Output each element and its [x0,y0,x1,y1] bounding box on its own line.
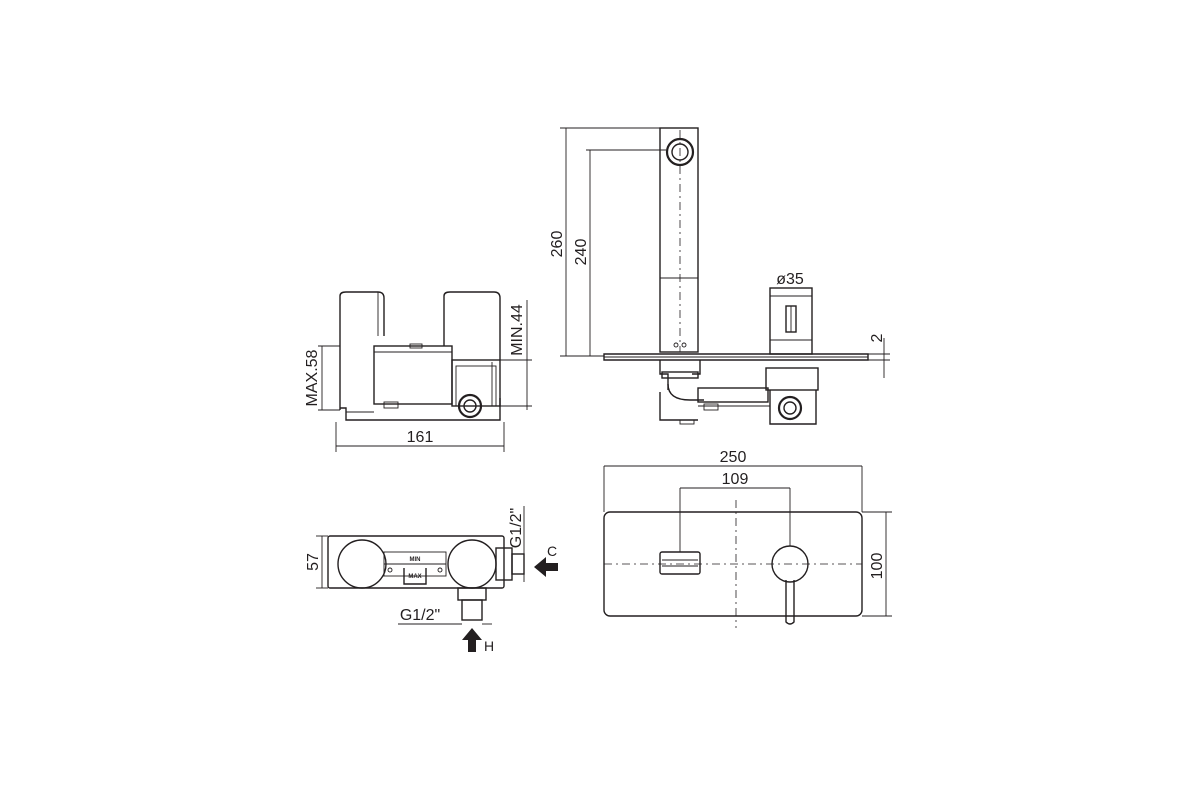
front-elevation: 260 240 ø35 2 [549,127,890,425]
plate-view: 250 109 100 [603,449,892,628]
dim-plate-height: 100 [869,553,886,580]
dim-cold-thread: G1/2" [508,508,525,548]
max-mark-label: MAX [408,574,421,580]
dim-min-44: MIN.44 [509,304,526,356]
dim-plate-width: 250 [720,449,747,466]
dim-height-260: 260 [549,231,566,258]
dim-center-distance: 109 [722,471,749,488]
side-view: 161 MAX.58 MIN.44 [304,291,532,452]
dim-width-161: 161 [407,429,434,446]
top-view: MIN MAX 57 G1/2" G1/2" C H [305,506,558,654]
hot-label: H [484,638,494,654]
hot-inlet-arrow-icon [462,628,482,652]
dim-hot-thread: G1/2" [400,607,440,624]
cold-label: C [547,543,557,559]
min-mark-label: MIN [410,557,421,563]
dim-handle-diameter: ø35 [776,271,804,288]
cold-inlet-arrow-icon [534,557,558,577]
dim-height-240: 240 [573,239,590,266]
dim-plate-thickness: 2 [869,333,886,342]
dim-body-57: 57 [305,553,322,571]
dim-max-58: MAX.58 [304,349,321,406]
